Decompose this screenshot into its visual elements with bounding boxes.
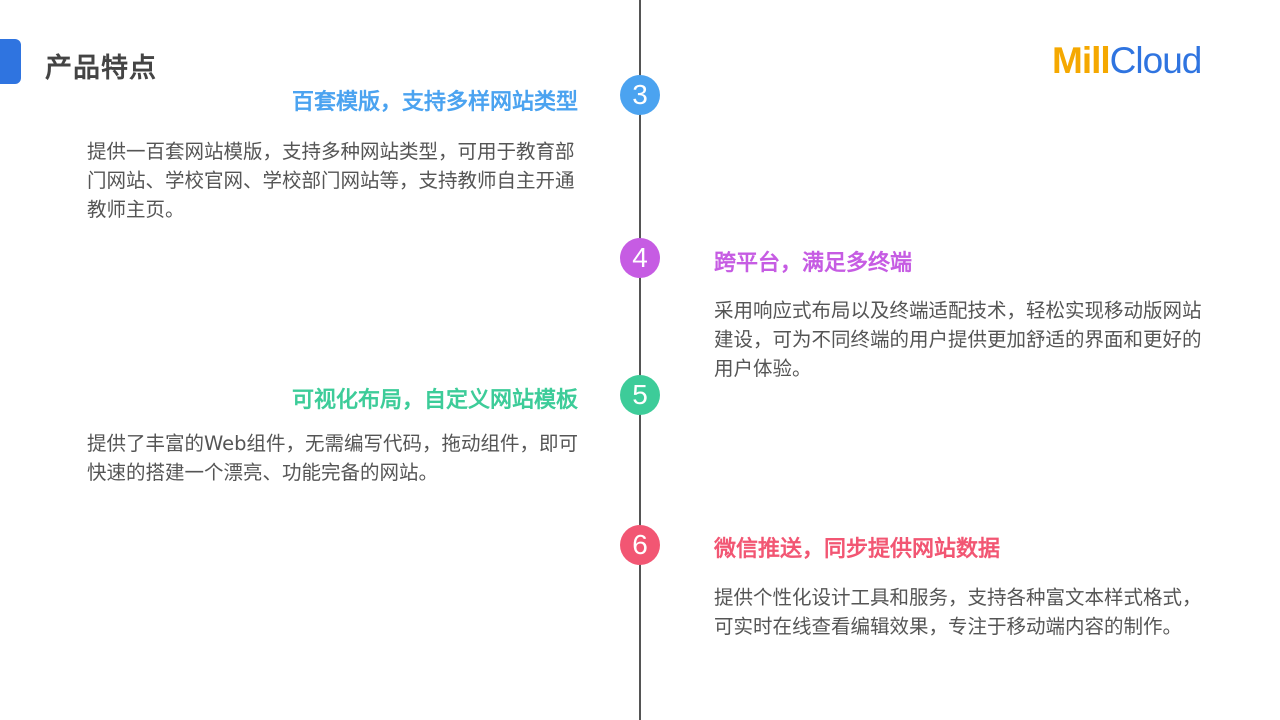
feature-5-title: 可视化布局，自定义网站模板 (291, 388, 578, 413)
millcloud-logo: MillCloud (1052, 40, 1202, 81)
page-title: 产品特点 (45, 53, 157, 84)
step-5-badge: 5 (620, 375, 660, 415)
feature-6-title: 微信推送，同步提供网站数据 (714, 537, 1001, 562)
accent-bar (0, 39, 21, 84)
feature-3-title: 百套模版，支持多样网站类型 (291, 90, 578, 115)
step-4-badge: 4 (620, 238, 660, 278)
step-3-badge: 3 (620, 75, 660, 115)
feature-4-description: 采用响应式布局以及终端适配技术，轻松实现移动版网站建设，可为不同终端的用户提供更… (714, 299, 1202, 380)
feature-4-title: 跨平台，满足多终端 (714, 251, 913, 276)
timeline-line (639, 0, 641, 720)
feature-6-description: 提供个性化设计工具和服务，支持各种富文本样式格式，可实时在线查看编辑效果，专注于… (714, 586, 1202, 638)
feature-3-description: 提供一百套网站模版，支持多种网站类型，可用于教育部门网站、学校官网、学校部门网站… (87, 140, 575, 221)
step-6-badge: 6 (620, 525, 660, 565)
feature-5-description: 提供了丰富的Web组件，无需编写代码，拖动组件，即可快速的搭建一个漂亮、功能完备… (87, 432, 579, 484)
